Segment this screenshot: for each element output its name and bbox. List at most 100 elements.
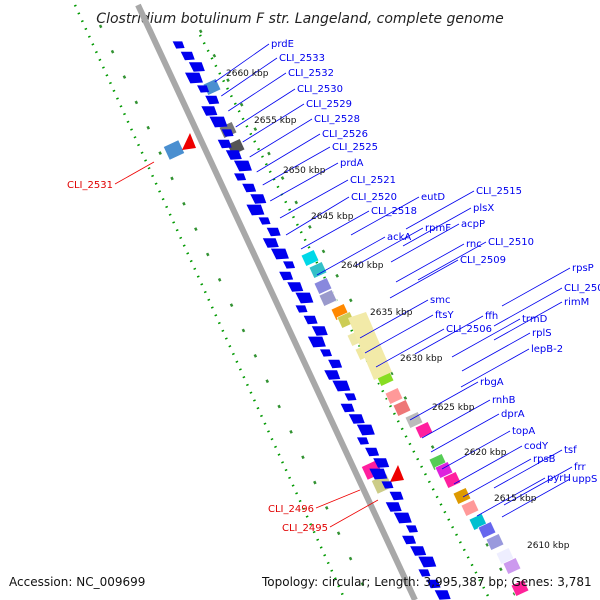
leader-line-0 xyxy=(214,43,270,83)
gene-label-cli_2528: CLI_2528 xyxy=(314,114,360,125)
gene-label-rpsp: rpsP xyxy=(572,263,594,274)
forward-gene-arrow-46 xyxy=(410,546,427,556)
forward-gene-arrow-32 xyxy=(344,393,357,401)
gene-label-dpra: dprA xyxy=(501,409,525,420)
gene-block-14 xyxy=(392,399,412,417)
gene-cluster-block xyxy=(348,312,392,380)
forward-gene-arrow-5 xyxy=(205,95,220,105)
gene-block-20 xyxy=(452,487,472,505)
forward-gene-arrow-6 xyxy=(201,106,218,116)
leader-line-3 xyxy=(235,88,296,128)
gene-label-acka: ackA xyxy=(387,232,411,243)
forward-gene-arrow-12 xyxy=(234,173,247,181)
leader-line-1 xyxy=(221,57,278,97)
forward-gene-arrow-48 xyxy=(418,569,431,577)
leader-line-36 xyxy=(462,458,532,498)
forward-gene-arrow-13 xyxy=(242,183,257,193)
leader-line-11 xyxy=(300,210,370,250)
leader-line-22 xyxy=(364,314,434,354)
forward-gene-arrow-38 xyxy=(373,458,390,468)
leader-line-31 xyxy=(409,381,479,421)
leader-line-26 xyxy=(493,287,563,327)
gene-label-cli_2526: CLI_2526 xyxy=(322,129,368,140)
leader-line-28 xyxy=(451,318,521,358)
leader-line-30 xyxy=(460,348,530,388)
leader-line-34 xyxy=(441,430,511,470)
label-layer: prdECLI_2533CLI_2532CLI_2530CLI_2529CLI_… xyxy=(67,39,600,534)
leader-line-9 xyxy=(279,179,349,219)
forward-gene-arrow-24 xyxy=(295,305,308,313)
gene-label-frr: frr xyxy=(574,462,586,473)
gene-label-upps: uppS xyxy=(572,474,597,485)
forward-gene-arrow-40 xyxy=(381,481,394,489)
gene-label-rbga: rbgA xyxy=(480,377,504,388)
forward-gene-arrow-18 xyxy=(262,238,279,248)
forward-gene-arrow-19 xyxy=(270,248,289,260)
gene-label-rnhb: rnhB xyxy=(492,395,516,406)
leader-line-6 xyxy=(256,133,321,173)
leader-line-10 xyxy=(285,196,350,236)
reverse-leader-line-2 xyxy=(329,499,379,528)
forward-gene-arrow-15 xyxy=(246,204,265,216)
gene-label-rimm: rimM xyxy=(564,297,589,308)
gene-label-eutd: eutD xyxy=(421,192,445,203)
forward-gene-arrow-17 xyxy=(266,227,281,237)
scale-label-6: 2630 kbp xyxy=(400,354,443,364)
scale-label-4: 2640 kbp xyxy=(341,261,384,271)
leader-line-12 xyxy=(350,196,420,236)
scale-label-3: 2645 kbp xyxy=(311,212,354,222)
leader-line-14 xyxy=(402,207,472,247)
gene-label-trmd: trmD xyxy=(522,314,548,325)
gene-label-rnc: rnc xyxy=(466,239,482,250)
gene-label-cli_2533: CLI_2533 xyxy=(279,53,325,64)
leader-line-13 xyxy=(405,190,475,230)
genome-summary-text: Topology: circular; Length: 3,995,387 bp… xyxy=(261,575,592,589)
forward-gene-arrow-0 xyxy=(172,41,185,49)
gene-block-23 xyxy=(477,521,497,539)
leader-line-5 xyxy=(249,118,313,158)
gene-block-21 xyxy=(460,499,480,517)
leader-line-24 xyxy=(375,328,445,368)
leader-line-33 xyxy=(430,413,500,453)
leader-line-20 xyxy=(389,259,459,299)
leader-line-8 xyxy=(269,162,339,202)
forward-gene-arrow-30 xyxy=(324,370,341,380)
leader-line-19 xyxy=(417,241,487,281)
leader-line-38 xyxy=(476,477,546,517)
forward-gene-arrow-22 xyxy=(287,282,304,292)
forward-gene-arrow-43 xyxy=(393,512,412,524)
forward-gene-arrow-16 xyxy=(258,217,271,225)
gene-label-cli_2532: CLI_2532 xyxy=(288,68,334,79)
gene-block-24 xyxy=(485,533,505,551)
forward-gene-arrow-33 xyxy=(340,403,355,413)
leader-line-37 xyxy=(493,449,563,489)
forward-gene-arrow-39 xyxy=(369,468,388,480)
leader-line-16 xyxy=(316,236,386,276)
gene-block-3 xyxy=(300,249,320,267)
leader-line-15 xyxy=(390,223,460,263)
scale-label-10: 2610 kbp xyxy=(527,541,570,551)
forward-gene-arrow-31 xyxy=(332,380,351,392)
scale-label-2: 2650 kbp xyxy=(283,166,326,176)
gene-label-smc: smc xyxy=(430,295,450,306)
gene-label-plsx: plsX xyxy=(473,203,494,214)
gene-label-prda: prdA xyxy=(340,158,364,169)
forward-gene-arrow-10 xyxy=(225,150,242,160)
forward-gene-arrow-2 xyxy=(188,62,205,72)
leader-line-21 xyxy=(359,299,429,339)
forward-gene-arrow-23 xyxy=(295,292,314,304)
gene-label-cli_2521: CLI_2521 xyxy=(350,175,396,186)
gene-label-cli_2510: CLI_2510 xyxy=(488,237,534,248)
gene-label-rpmf: rpmF xyxy=(425,223,451,234)
gene-label-cli_2509: CLI_2509 xyxy=(460,255,506,266)
forward-gene-arrow-8 xyxy=(221,129,234,137)
gene-label-lepb-2: lepB-2 xyxy=(531,344,563,355)
outer-tick-track xyxy=(73,4,347,600)
gene-label-ffh: ffh xyxy=(485,311,498,322)
gene-label-cody: codY xyxy=(524,441,549,452)
gene-block-5 xyxy=(313,277,333,295)
accession-text: Accession: NC_009699 xyxy=(9,575,145,589)
gene-label-pyrh: pyrH xyxy=(547,473,571,484)
